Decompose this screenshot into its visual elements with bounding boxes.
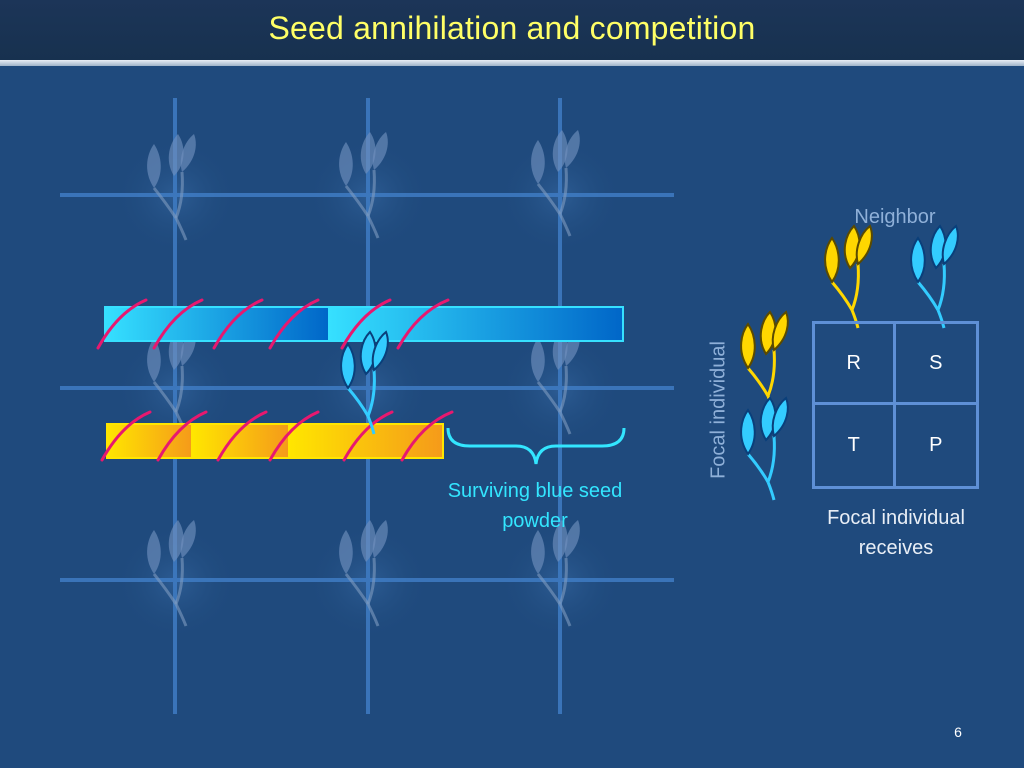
surviving-seed-label: Surviving blue seed powder [447, 480, 623, 532]
focal-blue-plant-icon [739, 396, 790, 502]
lattice-grid [60, 98, 674, 714]
page-number: 6 [954, 724, 962, 740]
focal-individual-text: Focal individual [707, 341, 730, 479]
payoff-cell-s: S [895, 324, 976, 405]
focal-receives-label: Focal individual receives [827, 507, 965, 559]
payoff-cell-p: P [929, 434, 943, 456]
neighbor-label: Neighbor [854, 206, 936, 228]
title-divider [0, 60, 1024, 66]
slide-title: Seed annihilation and competition [268, 10, 756, 46]
payoff-cell-r: R [815, 324, 896, 405]
title-bar [0, 0, 1024, 60]
neighbor-blue-plant-icon [909, 224, 960, 330]
payoff-cell-t: T [815, 405, 896, 486]
surviving-brace [446, 427, 626, 465]
focal-yellow-plant-icon [739, 310, 790, 416]
blue-seed-bar [104, 306, 624, 342]
annihilation-strikes-yellow [100, 410, 454, 462]
neighbor-yellow-plant-icon [823, 224, 874, 330]
payoff-matrix: R S T P [812, 321, 979, 489]
annihilation-strikes-blue [96, 298, 450, 350]
